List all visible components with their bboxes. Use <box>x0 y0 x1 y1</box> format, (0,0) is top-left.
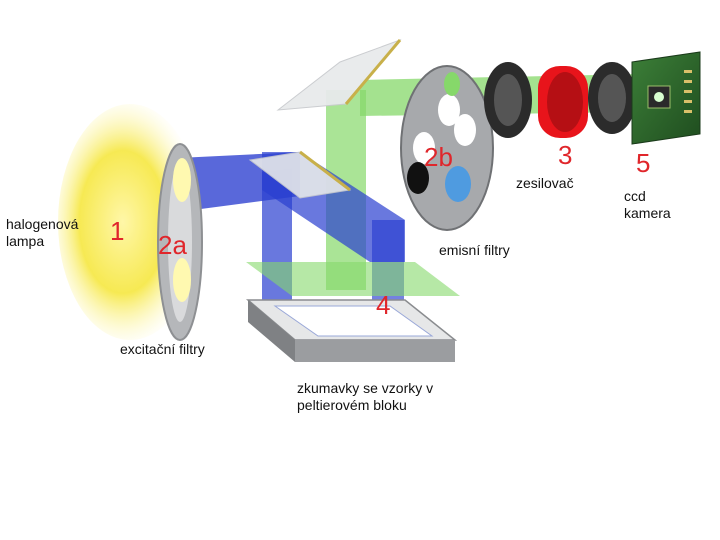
number-lamp: 1 <box>110 216 125 246</box>
sample-plate <box>273 305 434 337</box>
label-excitation-filters: excitační filtry <box>120 341 205 357</box>
number-excitation-filter: 2a <box>158 230 187 260</box>
number-amplifier: 3 <box>558 140 573 170</box>
label-amplifier: zesilovač <box>516 175 574 191</box>
number-sample: 4 <box>376 290 391 320</box>
label-emission-filters: emisní filtry <box>439 242 510 258</box>
blue-filter <box>445 166 471 202</box>
number-camera: 5 <box>636 148 651 178</box>
black-filter <box>407 162 429 194</box>
number-emission-filter: 2b <box>424 142 453 172</box>
filter-plate <box>246 262 460 296</box>
